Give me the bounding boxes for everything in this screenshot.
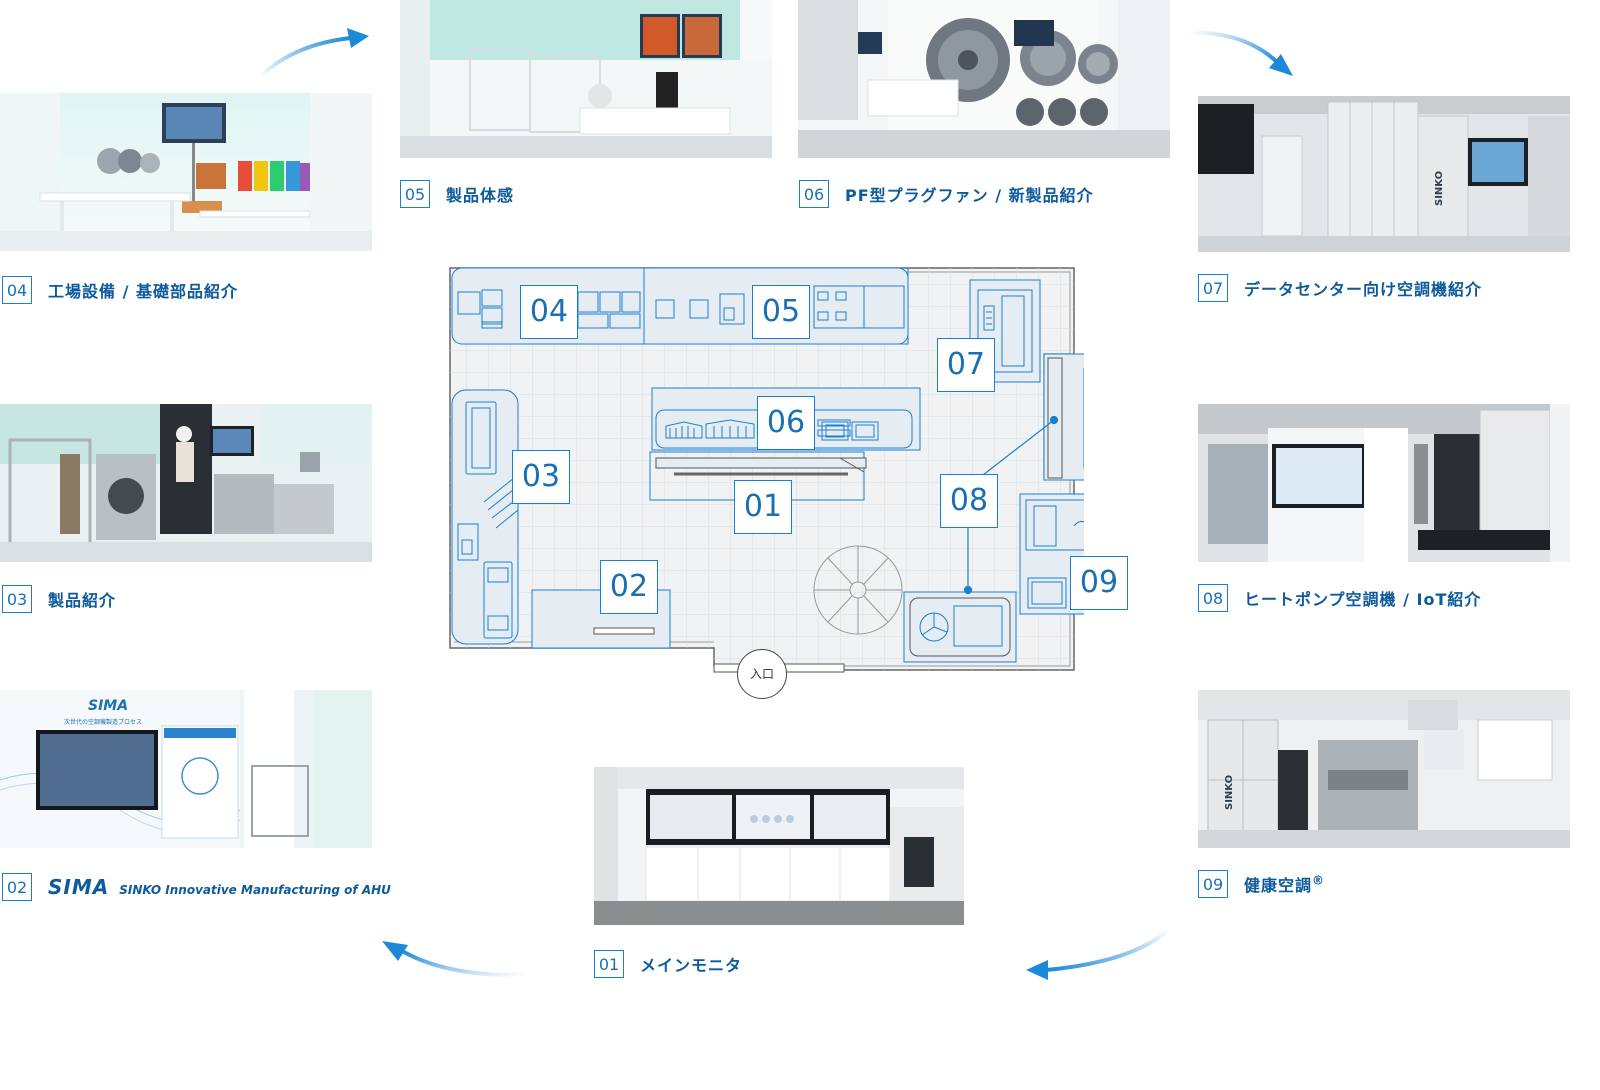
registered-mark: ® — [1312, 873, 1326, 888]
photo-06 — [798, 0, 1170, 158]
caption-03[interactable]: 03 製品紹介 — [2, 585, 116, 613]
photo-04 — [0, 93, 372, 251]
entrance-marker: 入口 — [737, 649, 787, 699]
caption-07[interactable]: 07 データセンター向け空調機紹介 — [1198, 274, 1482, 302]
photo-09: SINKO — [1198, 690, 1570, 848]
plan-tag-03[interactable]: 03 — [512, 450, 570, 504]
arrow-01-to-02-icon — [382, 941, 525, 978]
station-number-07: 07 — [1198, 274, 1228, 302]
plan-tag-07[interactable]: 07 — [937, 338, 995, 392]
photo-02: SIMA 次世代の空調機製造プロセス — [0, 690, 372, 848]
arrow-09-to-01-icon — [1026, 928, 1170, 980]
photo-01 — [594, 767, 964, 925]
station-number-06: 06 — [799, 180, 829, 208]
station-label-01: メインモニタ — [640, 956, 743, 975]
station-label-08: ヒートポンプ空調機 / IoT紹介 — [1244, 590, 1482, 609]
station-label-02-main: SIMA — [48, 875, 110, 899]
station-number-05: 05 — [400, 180, 430, 208]
station-label-04: 工場設備 / 基礎部品紹介 — [48, 282, 238, 301]
station-number-04: 04 — [2, 276, 32, 304]
station-number-09: 09 — [1198, 870, 1228, 898]
station-number-03: 03 — [2, 585, 32, 613]
arrow-06-to-07-icon — [1188, 30, 1293, 76]
photo-03 — [0, 404, 372, 562]
station-label-02-sub: SINKO Innovative Manufacturing of AHU — [119, 883, 391, 897]
photo-02-brand: SIMA — [88, 698, 128, 714]
station-label-07: データセンター向け空調機紹介 — [1244, 280, 1483, 299]
photo-07: SINKO — [1198, 96, 1570, 252]
photo-05 — [400, 0, 772, 158]
plan-tag-04[interactable]: 04 — [520, 285, 578, 339]
photo-02-subtitle: 次世代の空調機製造プロセス — [64, 718, 142, 726]
plan-tag-09[interactable]: 09 — [1070, 556, 1128, 610]
cabinet-brand-09: SINKO — [1224, 775, 1235, 810]
caption-05[interactable]: 05 製品体感 — [400, 180, 514, 208]
station-number-01: 01 — [594, 950, 624, 978]
caption-09[interactable]: 09 健康空調® — [1198, 870, 1325, 898]
station-number-02: 02 — [2, 873, 32, 901]
arrow-04-to-05-icon — [259, 28, 369, 78]
photo-08 — [1198, 404, 1570, 562]
plan-tag-02[interactable]: 02 — [600, 560, 658, 614]
caption-01[interactable]: 01 メインモニタ — [594, 950, 742, 978]
station-label-05: 製品体感 — [446, 186, 515, 205]
caption-06[interactable]: 06 PF型プラグファン / 新製品紹介 — [799, 180, 1094, 208]
caption-02[interactable]: 02 SIMA SINKO Innovative Manufacturing o… — [2, 873, 391, 901]
cabinet-brand-07: SINKO — [1434, 171, 1445, 206]
station-label-06: PF型プラグファン / 新製品紹介 — [845, 186, 1094, 205]
station-label-09: 健康空調 — [1244, 876, 1313, 895]
plan-tag-06[interactable]: 06 — [757, 396, 815, 450]
caption-08[interactable]: 08 ヒートポンプ空調機 / IoT紹介 — [1198, 584, 1481, 612]
caption-04[interactable]: 04 工場設備 / 基礎部品紹介 — [2, 276, 238, 304]
station-label-03: 製品紹介 — [48, 591, 117, 610]
plan-tag-05[interactable]: 05 — [752, 285, 810, 339]
plan-tag-01[interactable]: 01 — [734, 480, 792, 534]
station-number-08: 08 — [1198, 584, 1228, 612]
plan-tag-08[interactable]: 08 — [940, 474, 998, 528]
